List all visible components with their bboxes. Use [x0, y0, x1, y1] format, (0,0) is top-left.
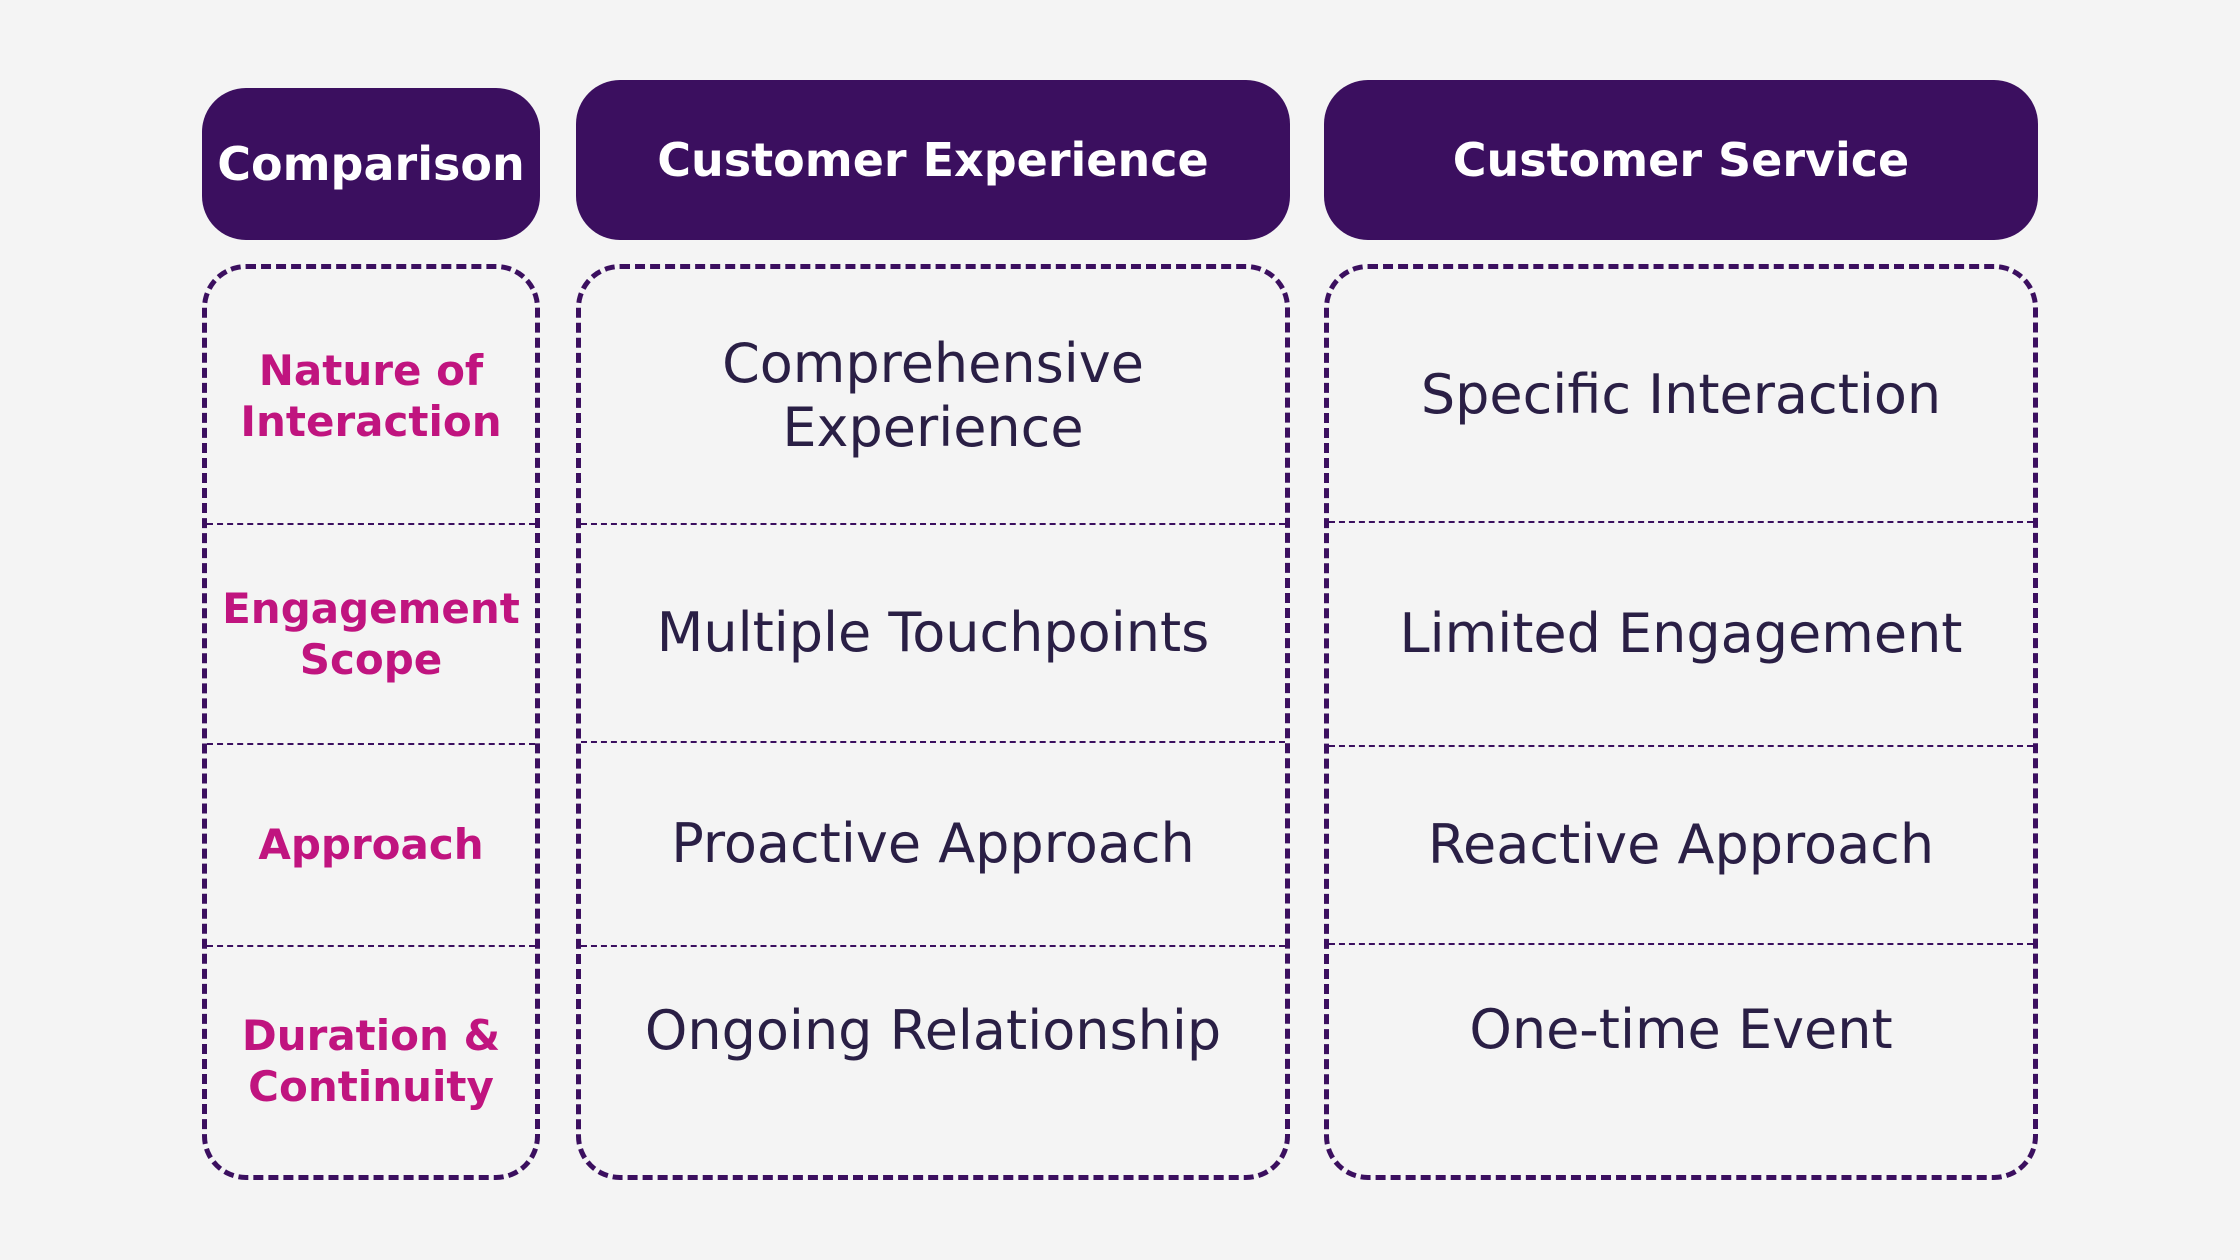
- label-row: Duration & Continuity: [207, 947, 535, 1175]
- cs-cell-engagement-scope: Limited Engagement: [1399, 602, 1963, 666]
- customer-service-header-label: Customer Service: [1452, 133, 1910, 187]
- cs-cell-nature-of-interaction: Specific Interaction: [1420, 363, 1942, 427]
- customer-service-column: Customer Service Specific Interaction Li…: [1324, 80, 2038, 1180]
- customer-service-header: Customer Service: [1324, 80, 2038, 240]
- label-duration-continuity: Duration & Continuity: [241, 1010, 501, 1111]
- table-row: Ongoing Relationship: [581, 947, 1285, 1115]
- label-row: Nature of Interaction: [207, 269, 535, 525]
- customer-experience-header-label: Customer Experience: [657, 133, 1209, 187]
- cx-cell-nature-of-interaction: Comprehensive Experience: [722, 332, 1144, 459]
- customer-experience-body: Comprehensive Experience Multiple Touchp…: [576, 264, 1290, 1180]
- label-row: Engagement Scope: [207, 525, 535, 745]
- customer-experience-column: Customer Experience Comprehensive Experi…: [576, 80, 1290, 1180]
- table-row: Proactive Approach: [581, 743, 1285, 947]
- label-approach: Approach: [258, 820, 484, 870]
- customer-service-body: Specific Interaction Limited Engagement …: [1324, 264, 2038, 1180]
- comparison-body: Nature of Interaction Engagement Scope A…: [202, 264, 540, 1180]
- table-row: Reactive Approach: [1329, 747, 2033, 945]
- cs-cell-approach: Reactive Approach: [1427, 813, 1935, 877]
- cx-cell-engagement-scope: Multiple Touchpoints: [656, 601, 1210, 665]
- cx-cell-approach: Proactive Approach: [671, 812, 1195, 876]
- table-row: One-time Event: [1329, 945, 2033, 1115]
- customer-experience-header: Customer Experience: [576, 80, 1290, 240]
- table-row: Limited Engagement: [1329, 523, 2033, 747]
- label-engagement-scope: Engagement Scope: [222, 583, 520, 684]
- cs-cell-duration-continuity: One-time Event: [1469, 998, 1893, 1062]
- table-row: Comprehensive Experience: [581, 269, 1285, 525]
- comparison-header-label: Comparison: [217, 137, 525, 191]
- cx-cell-duration-continuity: Ongoing Relationship: [644, 999, 1222, 1063]
- label-row: Approach: [207, 745, 535, 947]
- comparison-column: Comparison Nature of Interaction Engagem…: [202, 88, 540, 1180]
- label-nature-of-interaction: Nature of Interaction: [240, 345, 502, 446]
- table-row: Multiple Touchpoints: [581, 525, 1285, 743]
- comparison-header: Comparison: [202, 88, 540, 240]
- table-row: Specific Interaction: [1329, 269, 2033, 523]
